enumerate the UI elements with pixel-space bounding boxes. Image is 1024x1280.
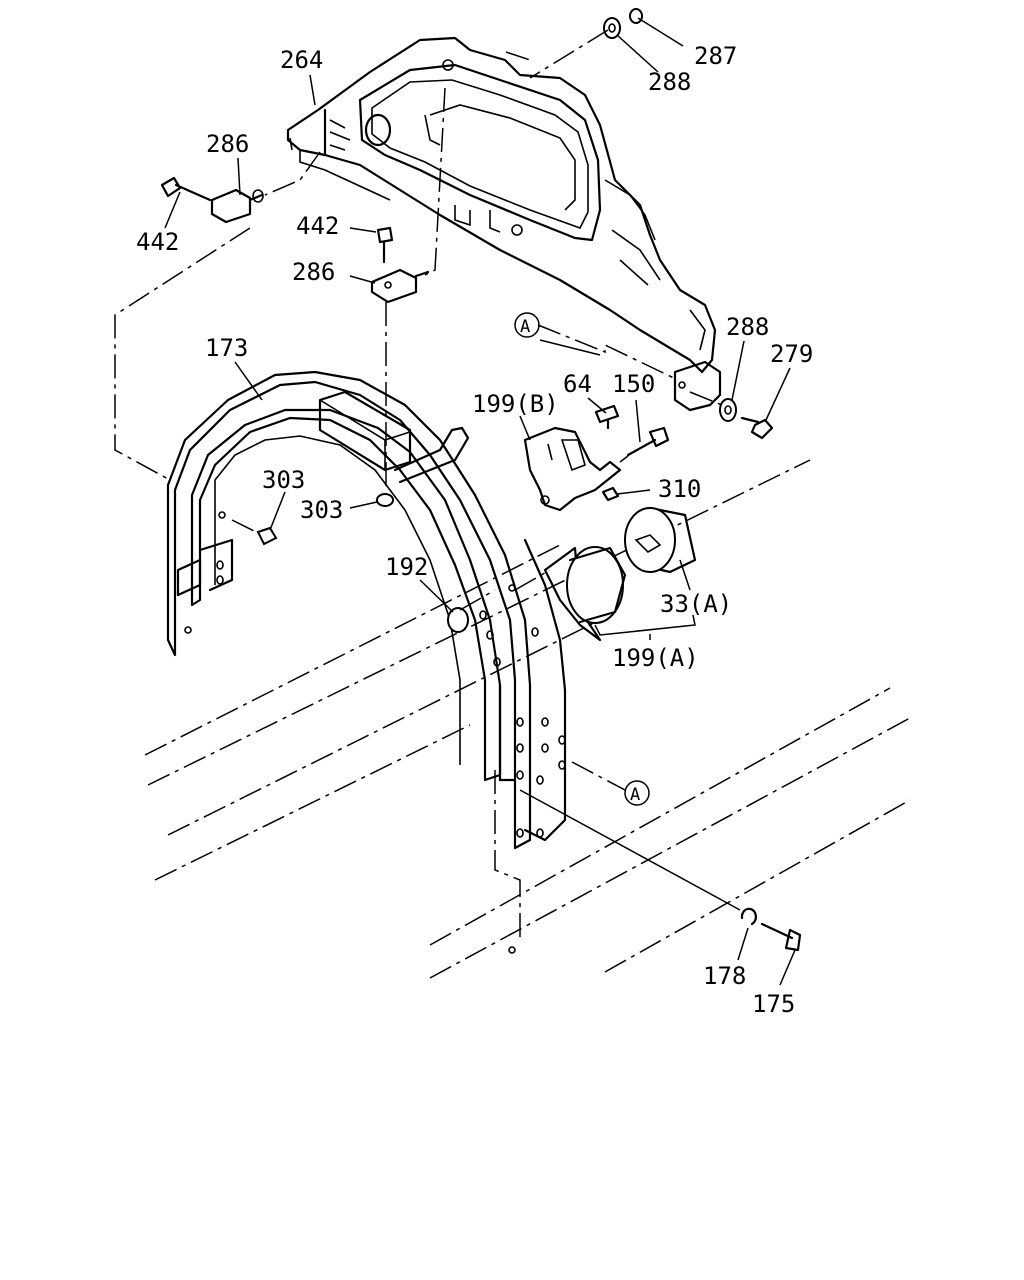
callout-199b: 199(B) (472, 390, 559, 418)
callout-287: 287 (694, 42, 737, 70)
callout-a-bottom: A (630, 785, 640, 805)
leader-lines (164, 17, 796, 986)
hanger-holes (184, 511, 566, 954)
callout-310: 310 (658, 475, 701, 503)
callout-a-top: A (520, 317, 530, 337)
callout-303-left: 303 (262, 466, 305, 494)
cushion-33a (624, 506, 697, 574)
bolt-279 (740, 416, 774, 440)
reference-circle-a-top (514, 312, 540, 338)
fuel-tank-264 (286, 36, 722, 412)
callout-286-center: 286 (292, 258, 335, 286)
callout-286-left: 286 (206, 130, 249, 158)
clip-64 (594, 404, 620, 430)
washer-288-top (603, 17, 621, 39)
callout-192: 192 (385, 553, 428, 581)
callout-288-top: 288 (648, 68, 691, 96)
washer-288-right (719, 398, 737, 422)
nut-303-center (376, 493, 394, 507)
nut-287 (629, 8, 643, 24)
callout-279: 279 (770, 340, 813, 368)
hardware-parts (160, 8, 802, 952)
ring-178 (740, 907, 758, 926)
callout-264: 264 (280, 46, 323, 74)
nut-303-left (256, 526, 278, 546)
callout-199a: 199(A) (612, 644, 699, 672)
nut-192 (447, 607, 469, 633)
clip-286-center (370, 268, 430, 304)
callout-442-left: 442 (136, 228, 179, 256)
bolt-442-left (160, 176, 212, 202)
callout-173: 173 (205, 334, 248, 362)
clip-286-left (210, 188, 264, 224)
insulator-199a (543, 546, 627, 642)
reference-circle-a-bottom (624, 780, 650, 806)
callout-64: 64 (563, 370, 592, 398)
callout-175: 175 (752, 990, 795, 1018)
callout-labels: 264 287 288 286 442 442 286 288 279 A 17… (136, 42, 813, 1018)
assembly-lines (114, 29, 741, 940)
callout-303-center: 303 (300, 496, 343, 524)
callout-150: 150 (612, 370, 655, 398)
callout-178: 178 (703, 962, 746, 990)
tank-hanger-173 (166, 370, 567, 954)
callout-442-center: 442 (296, 212, 339, 240)
callout-33a: 33(A) (660, 590, 732, 618)
bolt-442-center (376, 226, 394, 264)
bolt-150 (626, 426, 670, 457)
nut-310 (601, 486, 620, 502)
bracket-199b (523, 426, 622, 512)
callout-288-right: 288 (726, 313, 769, 341)
bolt-175 (760, 922, 802, 952)
